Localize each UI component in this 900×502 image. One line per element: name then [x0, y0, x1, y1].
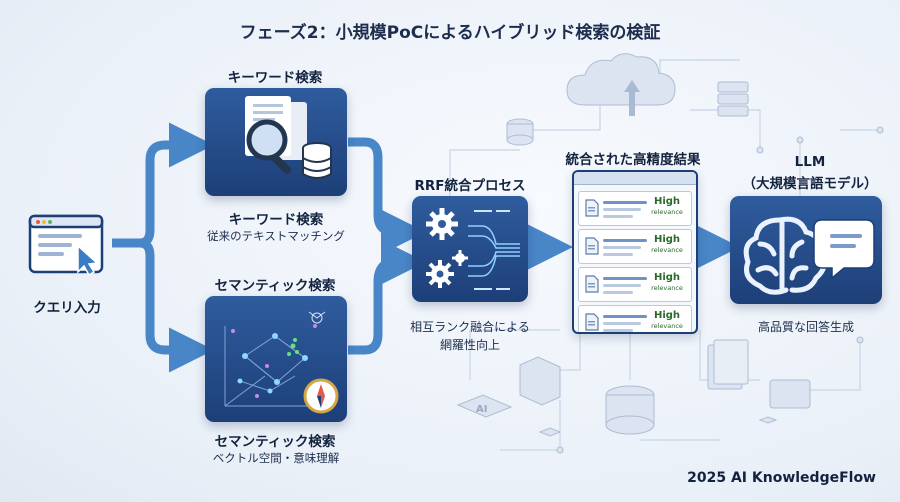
- rrf-heading: RRF統合プロセス: [414, 178, 526, 194]
- keyword-search-heading: キーワード検索: [227, 70, 323, 86]
- keyword-search-caption-sub: 従来のテキストマッチング: [207, 229, 345, 243]
- keyword-search-card: [205, 88, 347, 196]
- relevance-badge-bottom: relevance: [651, 208, 683, 216]
- document-icon: [585, 313, 599, 331]
- vector-space-icon: [224, 311, 339, 414]
- relevance-badge-top: High: [653, 272, 681, 283]
- results-heading: 統合された高精度結果: [565, 152, 701, 168]
- relevance-badge-top: High: [653, 196, 681, 207]
- result-line: [603, 322, 641, 325]
- llm-heading-line2: （大規模言語モデル）: [742, 176, 878, 192]
- document-icon: [585, 199, 599, 217]
- result-line: [603, 253, 633, 256]
- result-line: [603, 277, 647, 280]
- page-title: フェーズ2：小規模PoCによるハイブリッド検索の検証: [239, 23, 661, 43]
- llm-card: [730, 196, 882, 304]
- query-input-node: [28, 214, 108, 277]
- gears-merge-icon: [426, 208, 520, 290]
- rrf-card: [412, 196, 528, 302]
- result-line: [603, 215, 633, 218]
- result-line: [603, 246, 641, 249]
- rrf-caption-line1: 相互ランク融合による: [410, 320, 530, 334]
- relevance-badge-bottom: relevance: [651, 322, 683, 330]
- footer-brand: 2025 AI KnowledgeFlow: [687, 470, 876, 486]
- result-line: [603, 291, 633, 294]
- result-line: [603, 201, 647, 204]
- document-icon: [585, 237, 599, 255]
- result-line: [603, 329, 633, 332]
- query-input-label: クエリ入力: [33, 300, 101, 316]
- browser-cursor-icon: [28, 214, 104, 277]
- results-panel-titlebar: [574, 172, 696, 185]
- semantic-search-caption-title: セマンティック検索: [214, 434, 336, 450]
- relevance-badge-top: High: [653, 310, 681, 321]
- semantic-search-heading: セマンティック検索: [214, 278, 336, 294]
- ai-chip-label: AI: [476, 404, 487, 415]
- relevance-badge-bottom: relevance: [651, 246, 683, 254]
- result-line: [603, 208, 641, 211]
- relevance-badge-top: High: [653, 234, 681, 245]
- semantic-search-caption-sub: ベクトル空間・意味理解: [212, 451, 340, 465]
- llm-heading-line1: LLM: [794, 154, 826, 170]
- document-search-icon: [245, 96, 332, 179]
- semantic-search-card: [205, 296, 347, 422]
- result-line: [603, 284, 641, 287]
- rrf-caption-line2: 網羅性向上: [439, 338, 500, 352]
- result-line: [603, 239, 647, 242]
- relevance-badge-bottom: relevance: [651, 284, 683, 292]
- keyword-search-caption-title: キーワード検索: [228, 212, 324, 228]
- result-line: [603, 315, 647, 318]
- document-icon: [585, 275, 599, 293]
- llm-caption: 高品質な回答生成: [757, 320, 854, 334]
- brain-chat-icon: [743, 216, 875, 295]
